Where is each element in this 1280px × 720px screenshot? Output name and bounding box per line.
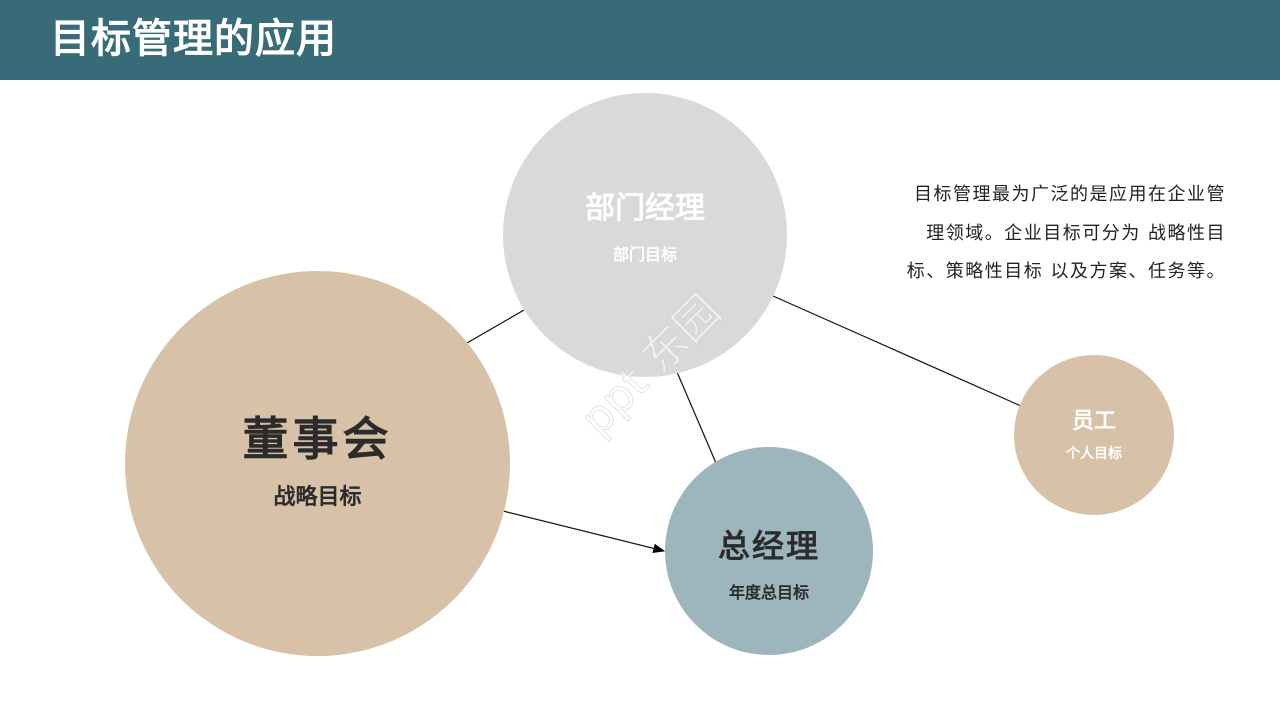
node-employee-subtitle: 个人目标 — [1066, 446, 1122, 462]
node-board-title: 董事会 — [242, 412, 393, 466]
line-board-to-department — [466, 309, 525, 344]
node-board: 董事会 战略目标 — [125, 271, 510, 656]
node-department-manager: 部门经理 部门目标 — [503, 93, 787, 377]
description-line: 标、策略性目标 以及方案、任务等。 — [906, 261, 1226, 282]
node-department-manager-subtitle: 部门目标 — [612, 245, 677, 264]
line-department-to-gm — [676, 371, 717, 464]
node-general-manager-subtitle: 年度总目标 — [728, 583, 809, 602]
description-line: 理领域。企业目标可分为 战略性目 — [926, 222, 1226, 244]
node-employee-title: 员工 — [1071, 408, 1116, 434]
description-text: 目标管理最为广泛的是应用在企业管 理领域。企业目标可分为 战略性目 标、策略性目… — [866, 176, 1226, 292]
title-bar: 目标管理的应用 — [0, 0, 1280, 80]
node-department-manager-title: 部门经理 — [585, 191, 705, 226]
description-line: 目标管理最为广泛的是应用在企业管 — [914, 184, 1226, 205]
node-general-manager-title: 总经理 — [717, 527, 820, 565]
page-title: 目标管理的应用 — [50, 15, 337, 62]
node-board-subtitle: 战略目标 — [273, 485, 362, 510]
node-general-manager: 总经理 年度总目标 — [665, 447, 873, 655]
arrow-board-to-gm — [502, 510, 666, 554]
node-employee: 员工 个人目标 — [1014, 355, 1174, 515]
line-department-to-employee — [772, 295, 1022, 407]
